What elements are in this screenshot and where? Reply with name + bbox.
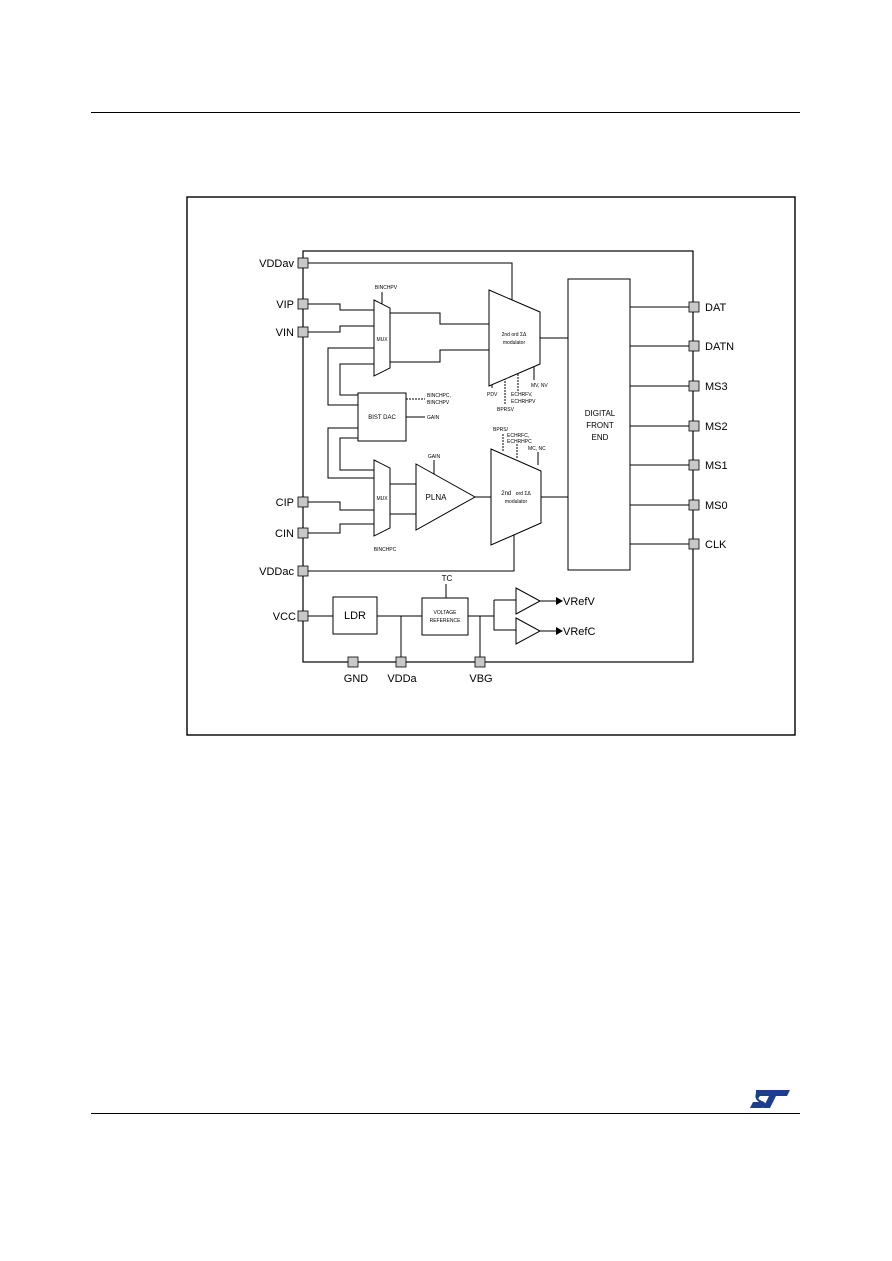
plna-block [415, 463, 477, 531]
pin-vddav [297, 257, 309, 269]
label-pdv: PDV [487, 392, 498, 398]
label-echrfv: ECHRFV, [511, 392, 533, 398]
label-bprs2: BPRS/ [493, 427, 509, 433]
pin-cin [297, 527, 309, 539]
modulator-top-line2: modulator [503, 340, 526, 346]
dfe-line3: END [592, 433, 609, 442]
vref-line2: REFERENCE [430, 618, 462, 624]
mux-top [373, 299, 391, 377]
wire-vddav [308, 262, 513, 300]
label-dat: DAT [705, 302, 726, 314]
wire-bist-top-b [339, 363, 374, 396]
mux-top-label: MUX [376, 337, 388, 343]
modulator-bottom-line2: modulator [505, 499, 528, 505]
pin-ms2 [688, 420, 700, 432]
digital-front-end-block [567, 278, 631, 571]
pin-dat [688, 301, 700, 313]
chip-boundary [302, 250, 694, 663]
pin-ms0 [688, 499, 700, 511]
label-binchpc-bottom: BINCHPC [374, 547, 397, 553]
wire-bist-bot-b [339, 437, 374, 471]
label-ms0: MS0 [705, 500, 728, 512]
label-vcc: VCC [273, 611, 296, 623]
label-tc: TC [442, 574, 453, 583]
label-echrfc: ECHRFC, [507, 433, 529, 439]
dfe-line1: DIGITAL [585, 409, 616, 418]
label-gnd: GND [344, 673, 369, 685]
pin-clk [688, 538, 700, 550]
modulator-bottom [490, 448, 542, 546]
wire-vip [308, 303, 374, 311]
wire-bist-top-a [327, 347, 374, 406]
mux-bottom-label: MUX [376, 496, 388, 502]
label-vrefc: VRefC [563, 626, 595, 638]
modulator-top [488, 289, 541, 387]
buffer-vrefv [515, 587, 542, 615]
label-echrhpc: ECHRHPC [507, 439, 532, 445]
wire-cip [308, 501, 374, 511]
buffer-vrefc [515, 617, 542, 645]
pin-cip [297, 496, 309, 508]
label-datn: DATN [705, 341, 734, 353]
pin-ms3 [688, 380, 700, 392]
label-vin: VIN [276, 327, 294, 339]
vref-line1: VOLTAGE [434, 610, 458, 616]
header-rule [91, 112, 800, 113]
label-mc-nc: MC, NC [528, 446, 546, 452]
wire-mux-top-out2 [390, 349, 489, 363]
pin-vin [297, 326, 309, 338]
label-ms3: MS3 [705, 381, 728, 393]
svg-text:2nd ord ΣΔ: 2nd ord ΣΔ [501, 482, 531, 499]
label-cin: CIN [275, 528, 294, 540]
pin-datn [688, 340, 700, 352]
modulator-bottom-line1a: 2nd [501, 491, 511, 497]
modulator-top-line1: 2nd ord ΣΔ [502, 332, 527, 338]
label-vddac: VDDac [259, 566, 294, 578]
pin-vddac [297, 565, 309, 577]
ldr-block [332, 596, 378, 635]
label-vrefv: VRefV [563, 596, 595, 608]
label-vbg: VBG [469, 673, 492, 685]
pin-vdda [395, 656, 407, 668]
label-vdda: VDDa [387, 673, 417, 685]
bist-dac-block [357, 392, 407, 442]
pin-gnd [347, 656, 359, 668]
pin-ms1 [688, 459, 700, 471]
wire-cin [308, 523, 374, 534]
plna-label: PLNA [426, 493, 448, 502]
pin-vcc [297, 610, 309, 622]
label-plna-gain: GAIN [428, 454, 441, 460]
wire-vddac [308, 535, 515, 572]
label-ms1: MS1 [705, 460, 728, 472]
label-cip: CIP [276, 497, 294, 509]
pin-vbg [474, 656, 486, 668]
bist-dac-label: BIST DAC [368, 415, 396, 421]
label-bprsv: BPRSV [497, 407, 515, 413]
label-ms2: MS2 [705, 421, 728, 433]
label-bist-gain: GAIN [427, 415, 440, 421]
mux-bottom [373, 459, 391, 537]
figure-frame [186, 196, 796, 736]
st-logo [750, 1090, 790, 1108]
label-bist-in2: BINCHPV [427, 400, 450, 406]
pin-vip [297, 298, 309, 310]
label-bist-in1: BINCHPC, [427, 393, 451, 399]
label-binchpv: BINCHPV [375, 285, 398, 291]
footer-rule [91, 1113, 800, 1114]
label-echrhpv: ECHRHPV [511, 399, 536, 405]
modulator-bottom-line1b: ord ΣΔ [516, 491, 532, 497]
label-vip: VIP [276, 299, 294, 311]
wire-vin [308, 325, 374, 333]
wire-bist-bot-a [327, 427, 374, 479]
voltage-reference-block [421, 597, 469, 636]
label-vddav: VDDav [259, 258, 294, 270]
label-clk: CLK [705, 539, 727, 551]
label-mv-nv: MV, NV [531, 383, 548, 389]
ldr-label: LDR [344, 610, 366, 622]
wire-mux-top-out1 [390, 312, 489, 325]
dfe-line2: FRONT [586, 421, 614, 430]
